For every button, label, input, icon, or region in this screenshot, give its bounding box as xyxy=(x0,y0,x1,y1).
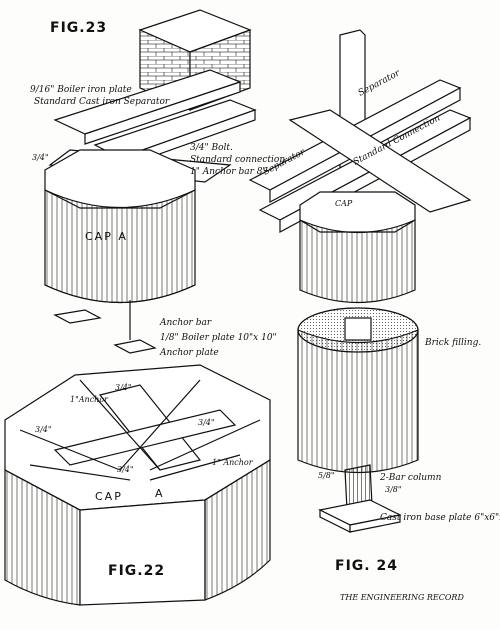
fig23-anchor-bar-len-label: 1" Anchor bar 8'long xyxy=(190,167,285,177)
fig22-anchor1-label: 1"Anchor xyxy=(70,395,109,404)
fig22-cap-label: CAP xyxy=(95,490,123,503)
fig24-drawing: Separator Separator Standard Connection … xyxy=(248,29,500,574)
fig22-dim-d: 3/4" xyxy=(117,465,134,474)
fig22-title: FIG.22 xyxy=(108,563,165,579)
fig24-brick-label: Brick filling. xyxy=(424,338,481,348)
fig24-bar-section xyxy=(344,317,372,341)
fig23-connection-label: Standard connection xyxy=(190,155,285,165)
fig24-base-label: Cast iron base plate 6"x6"x1" bed. xyxy=(380,513,500,523)
fig23-drawing: CAP A FIG.23 9/16" Boiler iron plate Sta… xyxy=(30,9,285,358)
fig23-anchor-plate-right xyxy=(113,339,157,354)
fig22-ribs xyxy=(19,379,261,481)
fig24-dim1-label: 5/8" xyxy=(318,471,335,480)
fig22-drawing: 1"Anchor 3/4" 3/4" 3/4" 3/4" 1" Anchor C… xyxy=(4,364,271,606)
fig24-column-label: 2-Bar column xyxy=(379,473,442,483)
fig23-anchor-plate-label: Anchor plate xyxy=(159,348,219,358)
fig22-dim-b: 3/4" xyxy=(35,425,52,434)
fig24-cap-label: CAP xyxy=(335,199,353,208)
fig24-upper-column xyxy=(299,219,416,304)
fig23-boiler-plate-label: 1/8" Boiler plate 10"x 10" xyxy=(160,333,277,343)
fig24-base-line: Cast iron base plate 6"x6"x1" bed. xyxy=(380,513,500,523)
fig23-cap-label: CAP A xyxy=(85,230,128,243)
fig22-cap-a-label: A xyxy=(155,487,165,500)
fig23-bolt-label: 3/4" Bolt. xyxy=(190,143,233,153)
fig23-anchor-plate-left xyxy=(53,309,102,324)
fig23-plate-label: 9/16" Boiler iron plate xyxy=(30,85,132,95)
fig23-title: FIG.23 xyxy=(50,20,107,36)
credit-line: THE ENGINEERING RECORD xyxy=(340,593,464,602)
fig23-separator-label: Standard Cast iron Separator xyxy=(34,97,170,107)
fig22-dim-a: 3/4" xyxy=(115,383,132,392)
fig24-dim2-label: 3/8" xyxy=(385,485,402,494)
fig23-dim-label: 3/4" xyxy=(32,153,49,162)
fig24-title: FIG. 24 xyxy=(335,558,398,574)
fig23-anchor-bar-label: Anchor bar xyxy=(159,318,212,328)
fig22-dim-c: 3/4" xyxy=(198,418,215,427)
fig22-anchor2-label: 1" Anchor xyxy=(212,458,254,467)
fig23-column xyxy=(44,189,196,303)
fig24-lower-column xyxy=(297,329,419,474)
